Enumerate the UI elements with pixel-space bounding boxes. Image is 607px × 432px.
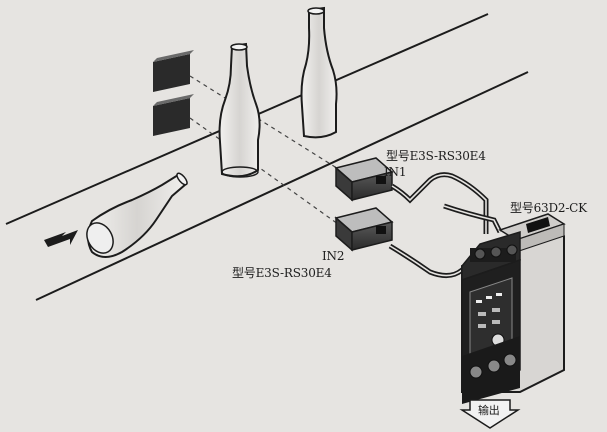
sensor-bottom-model-label: 型号E3S-RS30E4 [232, 266, 332, 280]
bottle-standing-near [218, 42, 261, 178]
cable-in1 [390, 172, 489, 234]
reflector-bottom [153, 94, 194, 136]
sensor-bottom-port-label: IN2 [322, 249, 345, 263]
sensor-top-model-label: 型号E3S-RS30E4 [386, 149, 486, 163]
conveyor-edge-bottom [35, 71, 529, 301]
light-beam-top [189, 75, 341, 171]
cable-in2-inner [389, 245, 477, 277]
light-beam-bottom [189, 117, 339, 225]
sensor-top [334, 157, 394, 202]
cable-in1-inner [391, 173, 487, 234]
bottle-lying [86, 172, 188, 258]
output-arrow-icon [459, 399, 521, 429]
output-label: 输出 [478, 404, 500, 417]
eject-arrow-icon [44, 230, 78, 247]
sensor-top-port-label: IN1 [384, 165, 407, 179]
controller-unit [461, 213, 566, 404]
reflector-top [153, 50, 194, 92]
sensor-bottom [334, 207, 394, 252]
controller-model-label: 型号63D2-CK [510, 201, 587, 215]
bottle-standing-far [300, 6, 338, 139]
